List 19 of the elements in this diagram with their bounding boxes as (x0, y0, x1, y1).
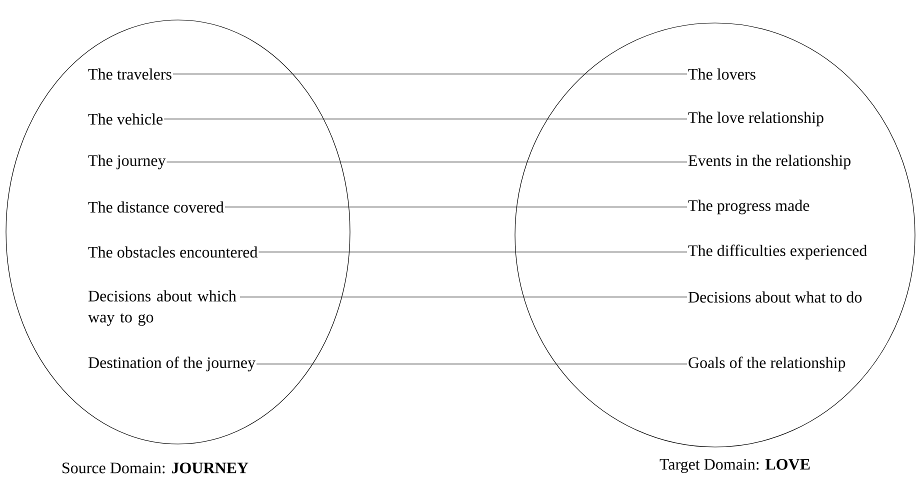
domain-item: The vehicle (88, 113, 163, 125)
node-label: Target Domain: LOVE (660, 458, 810, 474)
mapping-line (164, 118, 688, 120)
domain-item: The obstacles encountered (88, 246, 258, 258)
domain-item: Decisions about what to do (688, 291, 862, 303)
domain-item: Decisions about which way to go (88, 290, 236, 326)
domain-item: The lovers (688, 68, 756, 80)
domain-item: The distance covered (88, 201, 224, 213)
domain-item: The love relationship (688, 112, 824, 126)
mapping-line (224, 206, 688, 208)
domain-item: The difficulties experienced (688, 244, 867, 260)
mapping-line (240, 296, 688, 298)
domain-item: The travelers (88, 68, 172, 80)
domain-item: Goals of the relationship (688, 356, 846, 372)
domain-item: Destination of the journey (88, 356, 256, 372)
domain-item: The progress made (688, 200, 810, 214)
domain-item: Events in the relationship (688, 154, 850, 170)
domain-item: The journey (88, 154, 166, 170)
node-label: Source Domain: JOURNEY (62, 462, 248, 474)
